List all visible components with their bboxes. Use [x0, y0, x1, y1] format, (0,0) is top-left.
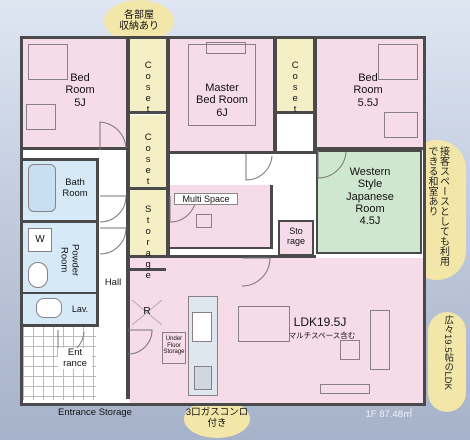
wall [23, 324, 99, 327]
entrance-label: Ent rance [58, 347, 92, 370]
closet-left [130, 39, 166, 111]
callout-gas-stove-text: 3口ガスコンロ 付き [185, 407, 249, 429]
closet-left-label: Coset [142, 60, 154, 115]
closet-middle [130, 115, 166, 187]
gas-stove [194, 366, 212, 390]
wall [270, 185, 273, 249]
powder-room-label: Powder Room [58, 243, 81, 277]
storage-small [278, 220, 314, 256]
western-japanese-room [316, 150, 422, 254]
sink-powder [28, 262, 48, 288]
callout-storage-each-room-text: 各部屋 収納あり [119, 9, 159, 32]
wall [23, 220, 99, 223]
wall [130, 187, 166, 190]
kitchen-sink [192, 312, 212, 342]
closet-middle-label: Coset [142, 132, 154, 187]
callout-storage-each-room: 各部屋 収納あり [104, 0, 174, 42]
western-room-label: Western Style Japanese Room 4.5J [330, 166, 410, 228]
bath-room-label: Bath Room [62, 177, 88, 199]
wall [166, 39, 170, 255]
bed-room-left-name: Bed Room [65, 72, 95, 97]
wall [130, 255, 316, 258]
hall-label: Hall [104, 277, 122, 288]
wall [273, 39, 277, 151]
entrance-storage-label: Entrance Storage [58, 407, 132, 418]
bed-right [378, 44, 418, 80]
bed-room-right [313, 39, 423, 147]
wall [170, 247, 270, 249]
floor-area-label: 1F 87.48㎡ [365, 409, 413, 420]
bed-room-right-size: 5.5J [357, 96, 379, 109]
wall [277, 111, 313, 114]
wall [126, 39, 130, 399]
bed-master [188, 44, 256, 126]
bed-room-left-size: 5J [74, 96, 86, 109]
bathtub [28, 164, 56, 212]
callout-ldk-text: 広々19.5帖のLDK [442, 315, 454, 390]
storage-small-label: Sto rage [286, 226, 305, 247]
washer-label: W [35, 234, 45, 245]
wall [313, 147, 423, 150]
desk-right [384, 112, 418, 138]
dining-table [238, 306, 290, 342]
door-swing [99, 227, 127, 255]
chair-multi [196, 214, 212, 228]
wall [130, 268, 166, 271]
master-bed-room-label: Master Bed Room 6J [182, 82, 262, 119]
dresser-master [206, 42, 246, 54]
low-table [340, 340, 360, 360]
desk-left [26, 104, 56, 130]
washing-machine [28, 228, 52, 252]
wall [23, 158, 99, 161]
tv-stand [320, 384, 370, 394]
closet-master-right [277, 39, 313, 111]
bed-room-left-label: Bed Room 5J [50, 72, 110, 109]
multi-space-label: Multi Space [174, 193, 238, 206]
bed-room-right-label: Bed Room 5.5J [338, 72, 398, 109]
storage-middle-label: Storage [142, 204, 154, 281]
hall [98, 160, 128, 400]
wall [96, 160, 99, 326]
ldk [130, 258, 423, 403]
door-swing [127, 329, 153, 355]
sofa [370, 310, 390, 370]
closet-master-right-label: Coset [289, 60, 301, 115]
callout-japanese-room-text: 接客スペースとしても利用できる和室あり [426, 146, 449, 266]
bed-room-right-name: Bed Room [353, 72, 383, 97]
ldk-label: LDK19.5J [293, 315, 347, 329]
lavatory-label: Lav. [71, 304, 89, 314]
door-swing [99, 121, 127, 150]
door-swing [245, 154, 273, 181]
wall [313, 39, 317, 151]
callout-ldk: 広々19.5帖のLDK [428, 312, 466, 412]
door-swing [99, 195, 127, 223]
fridge-cross [131, 299, 163, 326]
bed-left [28, 44, 68, 80]
master-bed-room-size: 6J [216, 106, 228, 119]
wall [130, 111, 166, 114]
wall [23, 292, 99, 294]
western-room-name: Western Style Japanese Room [346, 166, 394, 215]
wall [170, 151, 317, 154]
toilet [36, 298, 62, 318]
ldk-sub-label: マルチスペース含む [288, 331, 356, 340]
western-room-size: 4.5J [359, 215, 381, 228]
under-floor-storage [162, 332, 186, 364]
master-bed-room-name: Master Bed Room [196, 82, 248, 107]
callout-gas-stove: 3口ガスコンロ 付き [184, 400, 250, 438]
wall [23, 147, 126, 150]
door-swing [241, 257, 271, 287]
fridge-label: R [143, 306, 151, 317]
under-floor-storage-label: Under Floor Storage [163, 336, 185, 356]
door-swing [317, 150, 347, 179]
